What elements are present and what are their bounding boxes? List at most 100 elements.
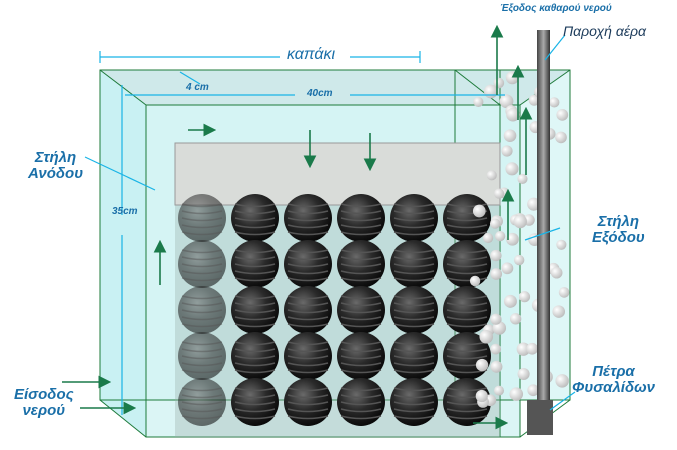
bio-ball-ridge xyxy=(446,203,488,208)
bubble xyxy=(549,97,560,108)
bubble xyxy=(505,71,519,85)
bio-ball-ridge xyxy=(446,316,488,321)
bio-ball-ridge xyxy=(446,231,488,236)
bubble-stone-label: Πέτρα Φυσαλίδων xyxy=(572,364,655,396)
bio-ball-ridge xyxy=(393,302,435,307)
bio-ball-ridge xyxy=(287,323,329,328)
lid-thickness-label: 4 cm xyxy=(186,82,209,93)
bio-ball-ridge xyxy=(340,323,382,328)
bio-ball-ridge xyxy=(287,210,329,215)
bio-ball-ridge xyxy=(446,355,488,360)
bubble xyxy=(556,108,569,121)
bio-ball-ridge xyxy=(287,217,329,222)
bio-ball-ridge xyxy=(181,203,223,208)
bio-ball-ridge xyxy=(287,270,329,275)
bio-ball-ridge xyxy=(181,210,223,215)
bio-ball-ridge xyxy=(287,263,329,268)
bubble xyxy=(556,239,567,250)
bio-ball-ridge xyxy=(181,394,223,399)
bio-ball-ridge xyxy=(234,362,276,367)
bio-ball-ridge xyxy=(287,309,329,314)
bubble xyxy=(513,214,527,229)
bio-ball-ridge xyxy=(340,302,382,307)
bio-ball-ridge xyxy=(234,256,276,261)
bio-ball-ridge xyxy=(234,394,276,399)
bubble xyxy=(501,145,513,157)
bio-ball-ridge xyxy=(340,415,382,420)
bio-ball-ridge xyxy=(234,302,276,307)
bubble-stone xyxy=(527,400,553,435)
bio-ball-ridge xyxy=(393,401,435,406)
bio-ball-ridge xyxy=(340,355,382,360)
width-label: 40cm xyxy=(307,88,333,99)
clean-water-outlet-label: Έξοδος καθαρού νερού xyxy=(500,3,612,14)
bio-ball-ridge xyxy=(287,224,329,229)
bubble xyxy=(489,218,501,229)
bio-ball-ridge xyxy=(446,323,488,328)
bio-ball-ridge xyxy=(234,263,276,268)
bio-ball-ridge xyxy=(181,355,223,360)
bio-ball-ridge xyxy=(393,369,435,374)
bio-ball-ridge xyxy=(446,309,488,314)
bio-ball-ridge xyxy=(181,263,223,268)
bio-ball-ridge xyxy=(287,348,329,353)
bio-ball-ridge xyxy=(181,295,223,300)
bio-ball-ridge xyxy=(340,270,382,275)
riser-column-line1: Στήλη xyxy=(34,149,77,166)
bubble xyxy=(555,131,567,144)
bubble xyxy=(490,268,503,280)
bio-ball-ridge xyxy=(340,256,382,261)
bio-ball-ridge xyxy=(393,309,435,314)
bio-ball-ridge xyxy=(234,387,276,392)
bubble xyxy=(516,342,531,356)
bio-ball-ridge xyxy=(287,387,329,392)
bubble xyxy=(509,387,524,401)
bio-ball-ridge xyxy=(287,302,329,307)
bio-ball-ridge xyxy=(340,309,382,314)
bubble xyxy=(473,96,484,108)
bio-ball-ridge xyxy=(234,323,276,328)
bubble xyxy=(479,329,494,344)
lid-label: καπάκι xyxy=(287,46,336,63)
bubble-stone-line1: Πέτρα xyxy=(592,363,635,380)
bio-ball-ridge xyxy=(234,270,276,275)
bio-ball-ridge xyxy=(181,302,223,307)
bio-ball-ridge xyxy=(340,295,382,300)
bio-ball-ridge xyxy=(393,387,435,392)
bio-ball-ridge xyxy=(393,203,435,208)
bubble xyxy=(506,232,519,246)
air-bubbles xyxy=(469,71,570,408)
bubble xyxy=(483,232,494,244)
outlet-column-line1: Στήλη xyxy=(597,213,640,230)
sponge-layer xyxy=(174,142,501,206)
bio-ball-ridge xyxy=(234,231,276,236)
bio-ball-ridge xyxy=(340,348,382,353)
bio-ball-ridge xyxy=(181,249,223,254)
bio-ball-ridge xyxy=(446,348,488,353)
bio-ball-ridge xyxy=(340,263,382,268)
bio-ball-ridge xyxy=(181,316,223,321)
bio-ball-ridge xyxy=(393,231,435,236)
bio-ball-ridge xyxy=(446,295,488,300)
height-label: 35cm xyxy=(112,206,138,217)
bubble xyxy=(490,360,503,373)
bio-ball-ridge xyxy=(287,316,329,321)
bio-ball-ridge xyxy=(393,415,435,420)
bio-ball-ridge xyxy=(287,415,329,420)
bio-ball-ridge xyxy=(287,394,329,399)
bubble xyxy=(518,291,531,303)
bubble xyxy=(517,367,530,381)
bio-ball-ridge xyxy=(393,210,435,215)
bio-ball-ridge xyxy=(340,408,382,413)
bio-ball-ridge xyxy=(181,256,223,261)
bio-ball-ridge xyxy=(287,203,329,208)
flow-arrows xyxy=(62,24,533,430)
bio-ball-ridge xyxy=(446,249,488,254)
riser-column-line2: Ανόδου xyxy=(28,164,84,182)
riser-column-label: Στήλη Ανόδου xyxy=(28,150,83,182)
bio-ball-ridge xyxy=(446,408,488,413)
bubble xyxy=(550,266,563,279)
bio-ball-ridge xyxy=(340,210,382,215)
bio-ball-ridge xyxy=(393,277,435,282)
bio-ball-ridge xyxy=(234,369,276,374)
